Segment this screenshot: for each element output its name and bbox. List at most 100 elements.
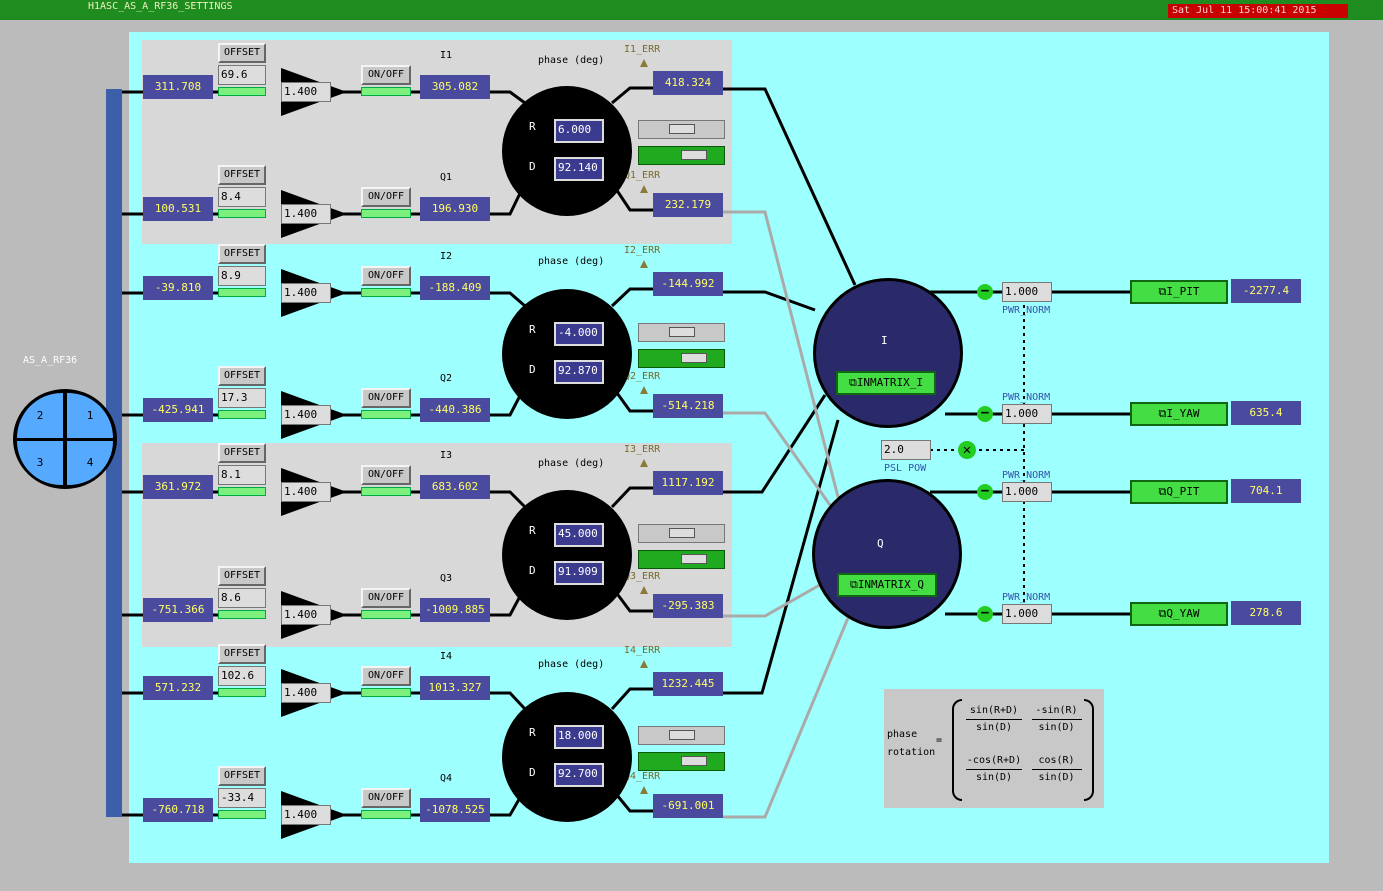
offset-entry[interactable]: 69.6 xyxy=(218,65,266,85)
offset-button[interactable]: OFFSET xyxy=(218,766,266,786)
err-arrow-icon xyxy=(640,586,648,594)
pwr-norm-entry[interactable]: 1.000 xyxy=(1002,282,1052,302)
slider-setpoint[interactable] xyxy=(638,323,725,342)
offset-entry[interactable]: -33.4 xyxy=(218,788,266,808)
slider-thumb[interactable] xyxy=(681,554,707,564)
offset-enable-led[interactable] xyxy=(218,87,266,96)
d-entry[interactable]: 91.909 xyxy=(554,561,604,585)
offset-button[interactable]: OFFSET xyxy=(218,566,266,586)
offset-entry[interactable]: 8.6 xyxy=(218,588,266,608)
offset-button[interactable]: OFFSET xyxy=(218,366,266,386)
onoff-led[interactable] xyxy=(361,410,411,419)
onoff-button[interactable]: ON/OFF xyxy=(361,266,411,286)
r-entry[interactable]: 18.000 xyxy=(554,725,604,749)
slider-thumb[interactable] xyxy=(681,150,707,160)
gain-entry[interactable]: 1.400 xyxy=(281,405,331,425)
output-filter-button[interactable]: ⧉I_PIT xyxy=(1130,280,1228,304)
d-entry[interactable]: 92.870 xyxy=(554,360,604,384)
onoff-led[interactable] xyxy=(361,288,411,297)
offset-entry[interactable]: 8.4 xyxy=(218,187,266,207)
minus-icon: − xyxy=(977,284,993,300)
output-filter-button[interactable]: ⧉I_YAW xyxy=(1130,402,1228,426)
phase-deg-label: phase (deg) xyxy=(538,256,605,267)
offset-button[interactable]: OFFSET xyxy=(218,43,266,63)
offset-button[interactable]: OFFSET xyxy=(218,644,266,664)
offset-enable-led[interactable] xyxy=(218,688,266,697)
onoff-led[interactable] xyxy=(361,688,411,697)
offset-entry[interactable]: 8.9 xyxy=(218,266,266,286)
onoff-button[interactable]: ON/OFF xyxy=(361,666,411,686)
title-bar xyxy=(0,0,1383,20)
onoff-led[interactable] xyxy=(361,487,411,496)
onoff-button[interactable]: ON/OFF xyxy=(361,65,411,85)
onoff-led[interactable] xyxy=(361,87,411,96)
pwr-norm-entry[interactable]: 1.000 xyxy=(1002,604,1052,624)
onoff-led[interactable] xyxy=(361,810,411,819)
output-filter-button[interactable]: ⧉Q_PIT xyxy=(1130,480,1228,504)
offset-entry[interactable]: 17.3 xyxy=(218,388,266,408)
gain-entry[interactable]: 1.400 xyxy=(281,605,331,625)
quadrant-2[interactable]: 2 xyxy=(17,393,63,438)
offset-enable-led[interactable] xyxy=(218,810,266,819)
inmatrix-q-button[interactable]: ⧉INMATRIX_Q xyxy=(837,573,937,597)
input-value: 100.531 xyxy=(143,197,213,221)
input-value: -425.941 xyxy=(143,398,213,422)
d-entry[interactable]: 92.140 xyxy=(554,157,604,181)
gain-entry[interactable]: 1.400 xyxy=(281,204,331,224)
onoff-button[interactable]: ON/OFF xyxy=(361,187,411,207)
onoff-button[interactable]: ON/OFF xyxy=(361,465,411,485)
quadrant-3[interactable]: 3 xyxy=(17,441,63,485)
psl-pow-entry[interactable]: 2.0 xyxy=(881,440,931,460)
channel-output: -1009.885 xyxy=(420,598,490,622)
input-value: -760.718 xyxy=(143,798,213,822)
offset-enable-led[interactable] xyxy=(218,487,266,496)
r-entry[interactable]: 6.000 xyxy=(554,119,604,143)
slider-setpoint[interactable] xyxy=(638,120,725,139)
slider-thumb[interactable] xyxy=(669,327,695,337)
slider-thumb[interactable] xyxy=(669,124,695,134)
slider-thumb[interactable] xyxy=(669,730,695,740)
slider-readback[interactable] xyxy=(638,550,725,569)
onoff-button[interactable]: ON/OFF xyxy=(361,788,411,808)
offset-button[interactable]: OFFSET xyxy=(218,244,266,264)
r-entry[interactable]: 45.000 xyxy=(554,523,604,547)
offset-entry[interactable]: 8.1 xyxy=(218,465,266,485)
slider-setpoint[interactable] xyxy=(638,726,725,745)
err-label: Q1_ERR xyxy=(624,170,661,181)
pwr-norm-entry[interactable]: 1.000 xyxy=(1002,404,1052,424)
onoff-button[interactable]: ON/OFF xyxy=(361,588,411,608)
d-entry[interactable]: 92.700 xyxy=(554,763,604,787)
output-filter-button[interactable]: ⧉Q_YAW xyxy=(1130,602,1228,626)
gain-entry[interactable]: 1.400 xyxy=(281,683,331,703)
onoff-led[interactable] xyxy=(361,610,411,619)
slider-readback[interactable] xyxy=(638,349,725,368)
window-icon: ⧉ xyxy=(1158,607,1167,620)
slider-readback[interactable] xyxy=(638,146,725,165)
slider-thumb[interactable] xyxy=(681,756,707,766)
offset-entry[interactable]: 102.6 xyxy=(218,666,266,686)
gain-entry[interactable]: 1.400 xyxy=(281,482,331,502)
slider-thumb[interactable] xyxy=(681,353,707,363)
offset-enable-led[interactable] xyxy=(218,209,266,218)
offset-enable-led[interactable] xyxy=(218,288,266,297)
offset-enable-led[interactable] xyxy=(218,610,266,619)
slider-thumb[interactable] xyxy=(669,528,695,538)
window-title: H1ASC_AS_A_RF36_SETTINGS xyxy=(88,1,233,12)
gain-entry[interactable]: 1.400 xyxy=(281,82,331,102)
gain-entry[interactable]: 1.400 xyxy=(281,283,331,303)
slider-readback[interactable] xyxy=(638,752,725,771)
phase-rotation-circle xyxy=(502,289,632,419)
channel-name: Q3 xyxy=(440,573,453,584)
offset-button[interactable]: OFFSET xyxy=(218,165,266,185)
offset-button[interactable]: OFFSET xyxy=(218,443,266,463)
pwr-norm-entry[interactable]: 1.000 xyxy=(1002,482,1052,502)
onoff-button[interactable]: ON/OFF xyxy=(361,388,411,408)
slider-setpoint[interactable] xyxy=(638,524,725,543)
inmatrix-i-button[interactable]: ⧉INMATRIX_I xyxy=(836,371,936,395)
gain-entry[interactable]: 1.400 xyxy=(281,805,331,825)
formula-b-num: -sin(R) xyxy=(1035,705,1078,716)
formula-right-paren xyxy=(1084,699,1094,801)
r-entry[interactable]: -4.000 xyxy=(554,322,604,346)
offset-enable-led[interactable] xyxy=(218,410,266,419)
onoff-led[interactable] xyxy=(361,209,411,218)
